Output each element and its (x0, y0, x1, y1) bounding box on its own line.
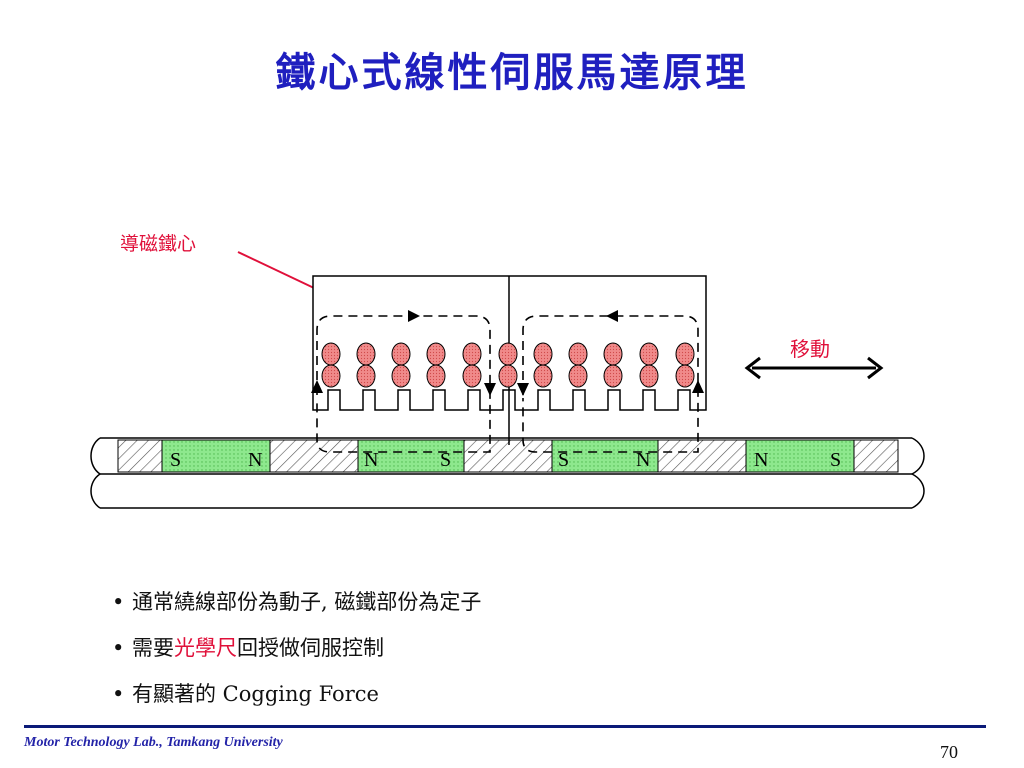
magnet-4-right-pole: S (830, 449, 841, 471)
flux-arrowheads (311, 310, 704, 396)
bullet-highlight: 光學尺 (174, 636, 237, 660)
magnet-2-left-pole: N (364, 449, 378, 471)
footer-divider (24, 725, 986, 728)
move-double-arrow (744, 356, 884, 380)
bullet-text-pre: 需要 (132, 636, 174, 660)
magnet-1-right-pole: N (248, 449, 262, 471)
magnet-3-right-pole: N (636, 449, 650, 471)
magnet-1-left-pole: S (170, 449, 181, 471)
coil-array (321, 342, 695, 388)
stator-base (90, 437, 925, 509)
bullet-text: 通常繞線部份為動子, 磁鐵部份為定子 (132, 590, 482, 614)
slide-title: 鐵心式線性伺服馬達原理 (275, 49, 749, 96)
bullet-item: •通常繞線部份為動子, 磁鐵部份為定子 (112, 590, 482, 614)
page-number: 70 (940, 742, 958, 762)
magnet-3-left-pole: S (558, 449, 569, 471)
bullet-item: •需要光學尺回授做伺服控制 (112, 636, 384, 660)
bullet-text-post: 回授做伺服控制 (237, 636, 384, 660)
magnet-2-right-pole: S (440, 449, 451, 471)
magnet-4-left-pole: N (754, 449, 768, 471)
bullet-list: •通常繞線部份為動子, 磁鐵部份為定子 •需要光學尺回授做伺服控制 •有顯著的 … (112, 588, 481, 726)
flux-path-right (522, 315, 699, 453)
magnet-4: N S (745, 439, 855, 473)
magnet-3: S N (551, 439, 659, 473)
bullet-text: 有顯著的 Cogging Force (132, 682, 379, 706)
flux-path-left (316, 315, 491, 453)
footer-lab-name: Motor Technology Lab., Tamkang Universit… (24, 735, 283, 750)
core-label: 導磁鐵心 (120, 233, 196, 255)
magnet-2: N S (357, 439, 465, 473)
magnet-1: S N (161, 439, 271, 473)
bullet-item: •有顯著的 Cogging Force (112, 682, 379, 706)
move-label: 移動 (790, 337, 830, 361)
